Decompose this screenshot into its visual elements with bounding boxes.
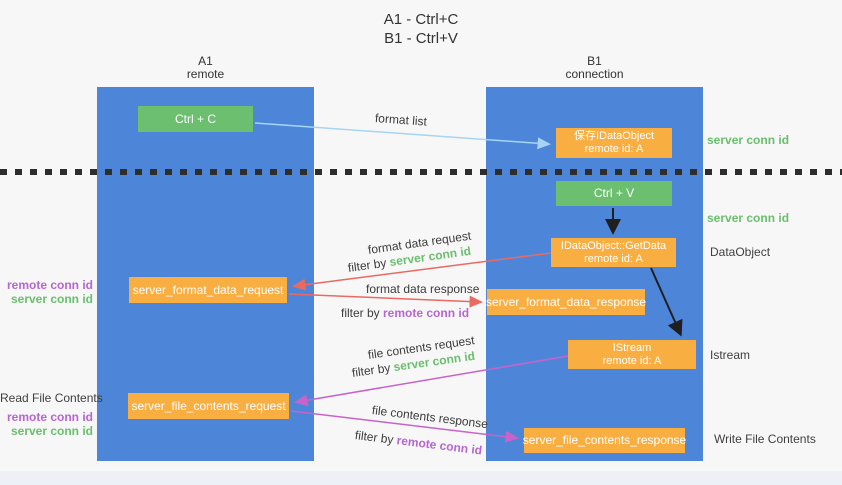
filter-by-text: filter by (354, 428, 398, 448)
left-column-role: remote (186, 67, 225, 81)
title-line-2: B1 - Ctrl+V (384, 30, 458, 47)
file-response-filter-label: filter by remote conn id (354, 428, 483, 457)
footer-strip (0, 471, 842, 485)
right-column-role: connection (565, 67, 624, 81)
filter-by-text: filter by (347, 255, 391, 275)
remote-conn-id-text: remote conn id (383, 306, 470, 320)
server-format-data-request-label: server_format_data_request (132, 282, 284, 297)
istream-node: IStream remote id: A (568, 340, 696, 369)
ctrl-v-node: Ctrl + V (556, 181, 672, 206)
ctrl-v-label: Ctrl + V (593, 186, 635, 200)
filter-by-text: filter by (341, 306, 384, 320)
server-file-contents-response-node: server_file_contents_response (522, 428, 687, 453)
title-line-1: A1 - Ctrl+C (383, 11, 459, 28)
ctrl-c-node: Ctrl + C (138, 106, 253, 132)
getdata-title: IDataObject::GetData (560, 239, 667, 252)
server-conn-id-annotation-mid: server conn id (707, 211, 790, 225)
istream-title: IStream (612, 341, 652, 354)
getdata-node: IDataObject::GetData remote id: A (551, 238, 676, 267)
server-file-contents-request-node: server_file_contents_request (128, 393, 289, 419)
file-contents-response-label: file contents response (371, 403, 489, 432)
server-conn-id-annotation-top: server conn id (707, 133, 790, 147)
remote-conn-id-annotation-left-1: remote conn id (6, 278, 93, 292)
filter-by-text: filter by (351, 360, 395, 380)
format-list-label: format list (374, 111, 428, 129)
istream-remote-id: remote id: A (602, 354, 662, 367)
server-conn-id-annotation-left-1: server conn id (10, 292, 93, 306)
server-format-data-response-label: server_format_data_response (485, 294, 647, 309)
ctrl-c-label: Ctrl + C (174, 111, 216, 126)
save-idataobject-title: 保存IDataObject (573, 130, 655, 142)
right-column-header: B1 connection (486, 55, 703, 81)
format-data-response-label: format data response (366, 282, 480, 296)
left-column-header: A1 remote (97, 55, 314, 81)
server-conn-id-annotation-left-2: server conn id (10, 424, 93, 438)
save-idataobject-node: 保存IDataObject remote id: A (556, 128, 672, 158)
server-format-data-response-node: server_format_data_response (485, 289, 647, 315)
getdata-remote-id: remote id: A (584, 252, 643, 265)
write-file-contents-annotation: Write File Contents (714, 432, 816, 446)
left-column-name: A1 (198, 54, 213, 68)
read-file-contents-annotation: Read File Contents (0, 391, 103, 405)
save-idataobject-remote-id: remote id: A (584, 143, 644, 155)
server-file-contents-response-label: server_file_contents_response (522, 433, 687, 447)
dataobject-annotation: DataObject (710, 245, 771, 259)
remote-conn-id-annotation-left-2: remote conn id (6, 410, 93, 424)
remote-conn-id-text: remote conn id (395, 433, 483, 458)
right-column-name: B1 (587, 54, 602, 68)
istream-annotation: Istream (710, 348, 751, 362)
server-file-contents-request-label: server_file_contents_request (131, 398, 286, 413)
server-format-data-request-node: server_format_data_request (129, 277, 287, 303)
format-response-filter-label: filter by remote conn id (341, 306, 469, 320)
diagram-title: A1 - Ctrl+C B1 - Ctrl+V (0, 10, 842, 48)
